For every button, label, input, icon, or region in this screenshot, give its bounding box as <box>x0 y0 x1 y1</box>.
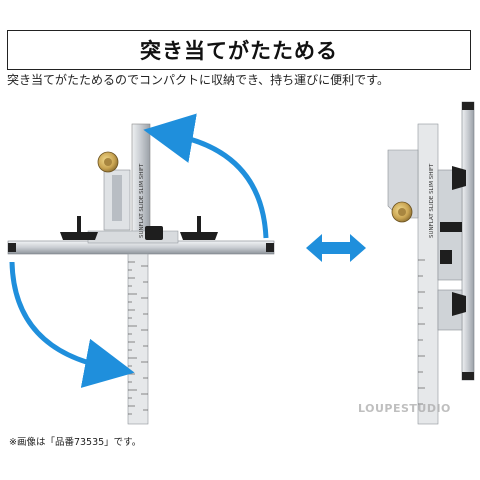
image-note: ※画像は「品番73535」です。 <box>9 437 142 448</box>
rotate-arrow-top-icon <box>143 113 269 239</box>
rotate-arrow-bottom-icon <box>9 261 135 388</box>
ruler-blade <box>127 253 149 425</box>
ruler-label-left: SUNFLAT SLIDE SLIM SHIFT <box>139 163 145 238</box>
thumb-screw-icon <box>60 216 218 240</box>
folded-rail <box>461 101 475 381</box>
folded-thumb-screw-icon <box>440 166 466 316</box>
page-title: 突き当てがたためる <box>140 39 338 63</box>
folded-ruler-blade <box>417 123 439 425</box>
ruler-label-right: SUNFLAT SLIDE SLIM SHIFT <box>429 163 435 238</box>
unfolded-tool: SUNFLAT SLIDE SLIM SHIFT <box>7 123 275 425</box>
double-arrow-icon <box>306 234 366 262</box>
watermark: LOUPESTUDIO <box>358 402 451 415</box>
folded-tool: SUNFLAT SLIDE SLIM SHIFT <box>387 101 475 425</box>
title-box: 突き当てがたためる <box>7 30 471 70</box>
subtitle: 突き当てがたためるのでコンパクトに収納でき、持ち運びに便利です。 <box>7 73 389 87</box>
